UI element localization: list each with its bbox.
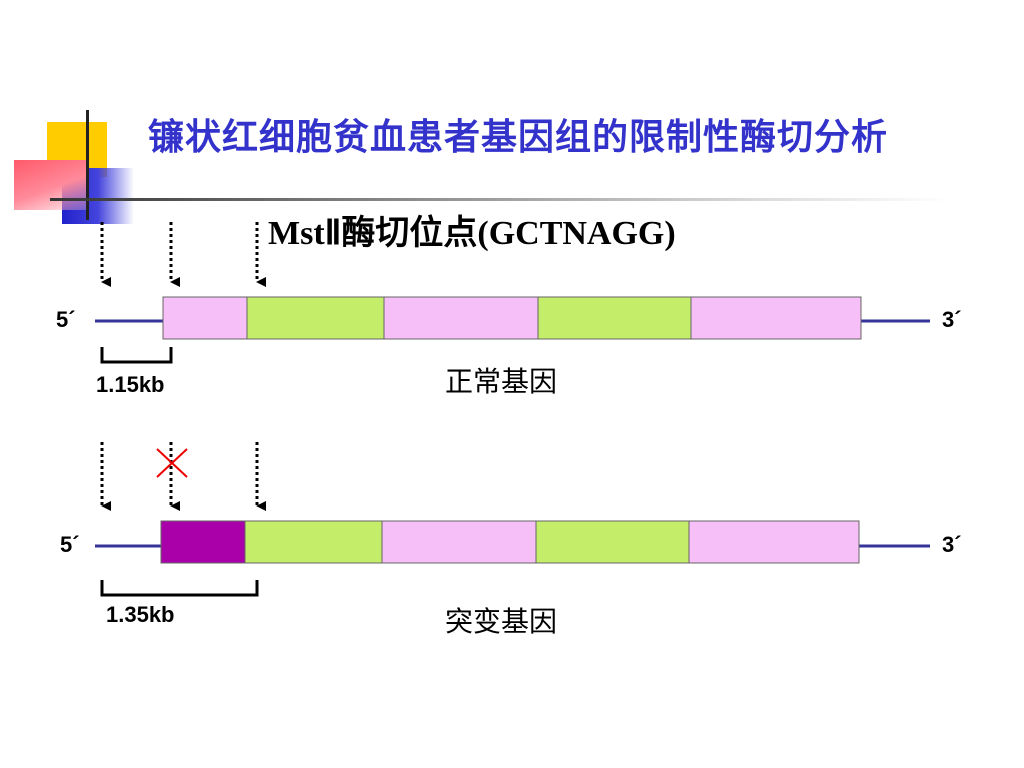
normal-fragment-size: 1.15kb	[96, 372, 165, 397]
normal-gene-label: 正常基因	[445, 365, 558, 398]
mutant-segment-1	[160, 520, 246, 564]
normal-segment-1	[162, 296, 248, 340]
normal-segment-5	[690, 296, 862, 340]
mutant-fragment-bracket	[100, 580, 259, 597]
mutant-segment-2	[244, 520, 383, 564]
normal-gene	[95, 222, 930, 364]
normal-segment-2	[246, 296, 385, 340]
normal-3prime-label: 3´	[942, 307, 962, 332]
slide-title: 镰状红细胞贫血患者基因组的限制性酶切分析	[148, 116, 889, 158]
lost-site-cross-icon	[156, 448, 188, 478]
deco-horizontal-line	[50, 198, 950, 201]
mutant-segment-3	[381, 520, 537, 564]
normal-fragment-bracket	[100, 347, 173, 364]
normal-segment-4	[537, 296, 692, 340]
normal-segment-3	[383, 296, 539, 340]
mutant-3prime-label: 3´	[942, 532, 962, 557]
normal-5prime-label: 5´	[56, 307, 76, 332]
mutant-segment-5	[688, 520, 860, 564]
mutant-segment-4	[535, 520, 690, 564]
enzyme-site-subtitle: MstⅡ酶切位点(GCTNAGG)	[268, 215, 676, 252]
deco-vertical-line	[86, 110, 89, 220]
mutant-gene	[95, 442, 930, 597]
mutant-gene-label: 突变基因	[445, 605, 558, 638]
mutant-fragment-size: 1.35kb	[106, 602, 175, 627]
deco-red-square	[14, 160, 86, 210]
mutant-5prime-label: 5´	[60, 532, 80, 557]
